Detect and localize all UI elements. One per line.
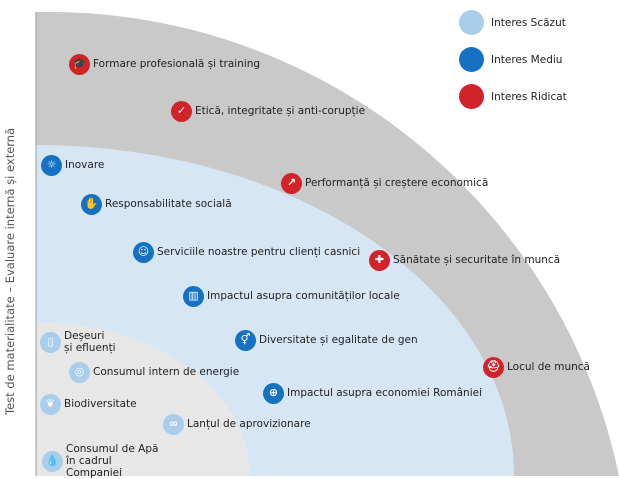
topic-responsabilitate: ✋ Responsabilitate socială [81,194,232,215]
lightbulb-icon: ☼ [41,155,62,176]
topic-label: Impactul asupra comunităților locale [207,290,400,303]
topic-etica: ✓ Etică, integritate și anti-corupție [171,101,365,122]
topic-label: Locul de muncă [507,361,590,374]
link-icon: ∞ [163,414,184,435]
topic-inovare: ☼ Inovare [41,155,104,176]
gender-icon: ⚥ [235,330,256,351]
building-icon: ▥ [183,286,204,307]
topic-label: Performanță și creștere economică [305,177,489,190]
people-icon: ☺ [133,242,154,263]
legend-item-low: Interes Scăzut [459,10,567,35]
topic-biodiversitate: ❦ Biodiversitate [40,394,137,415]
topic-formare: 🎓 Formare profesională și training [69,54,260,75]
topic-label: Impactul asupra economiei României [287,387,482,400]
water-drop-icon: 💧 [42,450,63,472]
legend: Interes Scăzut Interes Mediu Interes Rid… [459,10,567,121]
topic-label: Diversitate și egalitate de gen [259,334,418,347]
zone-low [36,322,250,476]
topic-label: Biodiversitate [64,398,137,411]
globe-icon: ⊕ [263,383,284,404]
topic-label: Inovare [65,159,105,172]
handshake-icon: ✋ [81,194,102,215]
bin-icon: ▯ [40,331,61,353]
legend-item-mid: Interes Mediu [459,47,567,72]
topic-label: Lanțul de aprovizionare [187,418,311,431]
topic-label: Sănătate și securitate în muncă [393,254,561,267]
checkmark-icon: ✓ [171,101,192,122]
legend-label-low: Interes Scăzut [491,16,566,29]
graduation-cap-icon: 🎓 [69,54,90,75]
topic-impact-comunitati: ▥ Impactul asupra comunităților locale [183,286,400,307]
topic-label: Consumul de Apă în cadrul Companiei [66,443,159,479]
topic-locul: ⛑ Locul de muncă [483,357,590,378]
legend-item-high: Interes Ridicat [459,84,567,109]
topic-servicii: ☺ Serviciile noastre pentru clienți casn… [133,242,360,263]
topic-consum-energie: ◎ Consumul intern de energie [69,362,239,383]
bulb-icon: ◎ [69,362,90,383]
topic-deseuri: ▯ Deșeuri și efluenți [40,330,116,354]
topic-apa: 💧 Consumul de Apă în cadrul Companiei [42,443,166,479]
legend-label-high: Interes Ridicat [491,90,567,103]
legend-dot-high [459,84,484,109]
topic-impact-economie: ⊕ Impactul asupra economiei României [263,383,482,404]
health-icon: ✚ [369,250,390,271]
legend-label-mid: Interes Mediu [491,53,563,66]
legend-dot-low [459,10,484,35]
topic-label: Serviciile noastre pentru clienți casnic… [157,246,361,259]
leaf-icon: ❦ [40,394,61,415]
topic-diversitate: ⚥ Diversitate și egalitate de gen [235,330,418,351]
topic-sanatate: ✚ Sănătate și securitate în muncă [369,250,560,271]
legend-dot-mid [459,47,484,72]
topic-label: Responsabilitate socială [105,198,232,211]
growth-chart-icon: ↗ [281,173,302,194]
topic-label: Etică, integritate și anti-corupție [195,105,366,118]
topic-label: Formare profesională și training [93,58,261,71]
y-axis-label-text: Test de materialitate – Evaluare internă… [3,127,17,415]
hard-hat-icon: ⛑ [483,357,504,378]
topic-performanta: ↗ Performanță și creștere economică [281,173,488,194]
topic-label: Deșeuri și efluenți [64,330,116,355]
topic-lant: ∞ Lanțul de aprovizionare [163,414,311,435]
topic-label: Consumul intern de energie [93,366,240,379]
